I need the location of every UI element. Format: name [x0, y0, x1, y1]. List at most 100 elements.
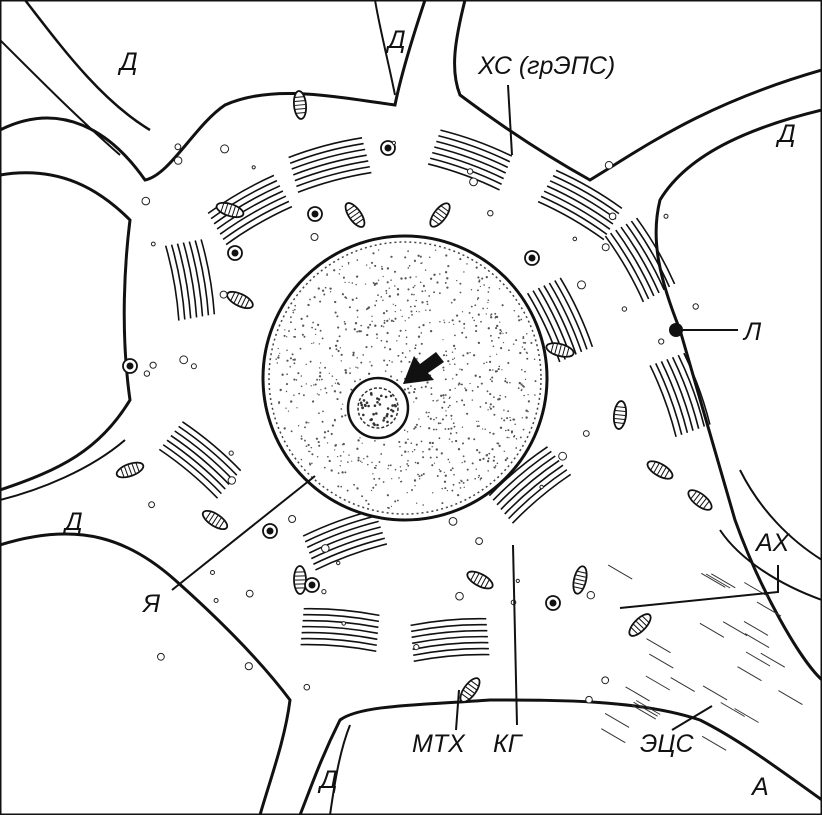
mitochondrion-crista	[244, 298, 250, 309]
neurofibril	[635, 700, 661, 715]
vesicle	[582, 430, 590, 437]
chromatin-dot	[388, 318, 390, 320]
chromatin-dot	[527, 393, 529, 396]
chromatin-dot	[463, 271, 465, 273]
chromatin-dot	[411, 489, 413, 491]
chromatin-dot	[289, 321, 292, 324]
chromatin-dot	[336, 382, 340, 385]
chromatin-dot	[309, 463, 312, 466]
label-dendrite-4: Д	[62, 508, 83, 536]
chromatin-dot	[286, 373, 288, 376]
chromatin-dot	[465, 336, 468, 339]
chromatin-dot	[340, 360, 342, 362]
nucleolus	[346, 376, 410, 440]
chromatin-dot	[294, 304, 297, 307]
chromatin-dot	[486, 460, 490, 463]
chromatin-dot	[474, 374, 477, 377]
chromatin-dot	[420, 342, 423, 345]
chromatin-dot	[366, 333, 369, 337]
chromatin-dot	[493, 466, 496, 469]
chromatin-dot	[305, 363, 308, 366]
chromatin-dot	[335, 443, 337, 446]
chromatin-dot	[492, 369, 494, 371]
chromatin-dot	[488, 286, 491, 289]
chromatin-dot	[520, 318, 523, 321]
chromatin-dot	[318, 412, 320, 415]
chromatin-dot	[416, 502, 418, 504]
nucleolus-granules	[359, 392, 397, 427]
nucleolus-granule	[390, 408, 393, 412]
lysosome-core	[549, 599, 557, 607]
chromatin-dot	[305, 445, 308, 448]
chromatin-dot	[323, 431, 327, 434]
chromatin-dot	[475, 330, 478, 333]
mitochondrion-crista	[657, 465, 663, 475]
vesicle	[658, 338, 665, 345]
vesicle	[143, 370, 151, 377]
chromatin-dot	[485, 361, 488, 364]
chromatin-dot	[428, 295, 431, 297]
chromatin-dot	[374, 440, 376, 442]
nucleolus-granule	[382, 419, 385, 422]
chromatin-dot	[380, 296, 383, 298]
chromatin-dot	[471, 462, 474, 465]
chromatin-dot	[353, 483, 355, 486]
rough-er-cisterna	[488, 446, 548, 497]
chromatin-dot	[355, 297, 358, 300]
chromatin-dot	[474, 477, 477, 480]
chromatin-dot	[369, 361, 371, 363]
axon-edge	[739, 469, 822, 561]
chromatin-dot	[348, 281, 350, 284]
chromatin-dot	[477, 313, 480, 316]
chromatin-dot	[459, 487, 462, 489]
nucleolus-granule	[359, 401, 363, 405]
chromatin-dot	[367, 463, 369, 466]
rough-er-cisterna	[313, 537, 386, 565]
rough-er-cisterna	[655, 363, 683, 436]
dendrite-edge	[24, 0, 151, 132]
mitochondrion-crista	[690, 490, 698, 500]
chromatin-dot	[353, 328, 356, 331]
mitochondrion-crista	[127, 465, 133, 475]
chromatin-dot	[303, 335, 306, 338]
vesicle	[455, 591, 464, 601]
chromatin-dot	[354, 322, 358, 325]
chromatin-dot	[459, 258, 462, 261]
chromatin-dot	[328, 347, 332, 350]
mitochondrion	[459, 677, 481, 703]
chromatin-dot	[377, 279, 380, 281]
neurofibril	[720, 702, 745, 717]
chromatin-dot	[378, 461, 381, 463]
mitochondrion	[687, 489, 713, 511]
chromatin-dot	[477, 341, 481, 345]
chromatin-dot	[457, 383, 460, 386]
chromatin-dot	[477, 289, 479, 292]
rough-er-cisterna	[630, 220, 671, 288]
chromatin-dot	[360, 361, 363, 364]
neurofibril	[778, 690, 803, 706]
chromatin-dot	[298, 392, 301, 395]
chromatin-dot	[495, 327, 498, 330]
chromatin-dot	[356, 309, 359, 312]
chromatin-dot	[331, 385, 333, 387]
chromatin-dot	[419, 478, 421, 480]
chromatin-dot	[302, 324, 305, 327]
chromatin-dot	[285, 383, 289, 386]
chromatin-dot	[394, 304, 397, 307]
chromatin-dot	[413, 305, 416, 308]
chromatin-dot	[436, 475, 439, 477]
mitochondrion-crista	[231, 206, 236, 217]
chromatin-dot	[400, 360, 403, 363]
chromatin-dot	[490, 316, 493, 319]
chromatin-dot	[453, 323, 455, 326]
dendrite-edge	[329, 724, 351, 815]
rough-er-cisterna	[625, 223, 665, 291]
chromatin-dot	[382, 275, 384, 278]
chromatin-dot	[522, 428, 525, 431]
mitochondrion-crista	[558, 345, 562, 355]
rough-er-cisterna	[436, 140, 509, 169]
chromatin-dot	[498, 288, 501, 290]
chromatin-dot	[506, 436, 509, 439]
chromatin-dot	[359, 330, 362, 333]
chromatin-dot	[459, 291, 462, 294]
